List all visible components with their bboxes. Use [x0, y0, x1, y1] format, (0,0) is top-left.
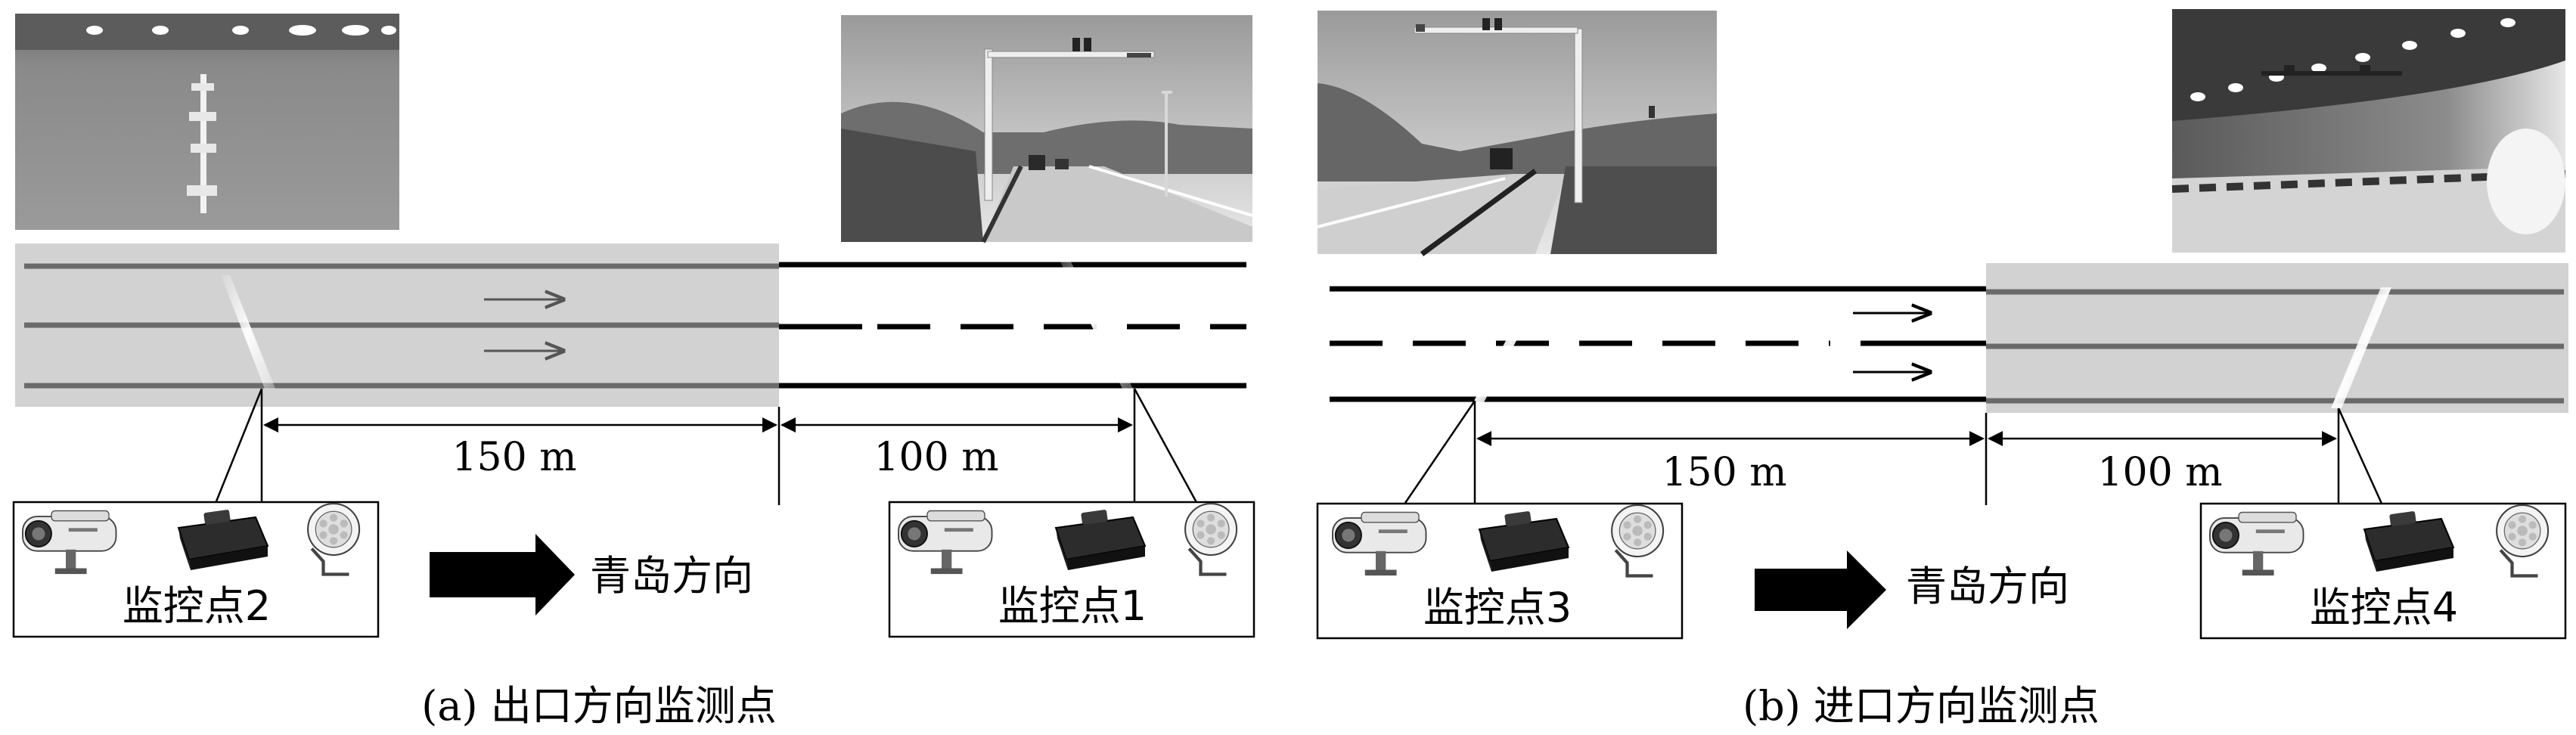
tunnel-lane-lines-a: [24, 263, 779, 389]
distance-label-left-a: 150 m: [452, 435, 576, 480]
tunnel-section-b: [1986, 263, 2568, 413]
detection-beam: [1054, 250, 1134, 392]
tunnel-interior-photo: [15, 14, 399, 230]
detection-beam: [1473, 293, 1541, 402]
detection-beam: [221, 275, 275, 389]
direction-label-a: 青岛方向: [590, 552, 753, 600]
caption-a: (a) 出口方向监测点: [421, 682, 777, 730]
direction-arrow-icon: [430, 534, 575, 616]
station-label-1: 监控点1: [998, 582, 1147, 630]
direction-label-b: 青岛方向: [1906, 563, 2069, 610]
station-label-3: 监控点3: [1423, 584, 1572, 631]
distance-label-left-b: 150 m: [1662, 450, 1786, 495]
direction-arrow-icon: [1755, 550, 1886, 629]
dimension-extension-lines-a: [213, 388, 1200, 506]
station-box-1: 监控点1: [888, 501, 1255, 638]
tunnel-lane-lines-b: [1986, 289, 2564, 404]
distance-label-right-b: 100 m: [2097, 450, 2222, 495]
station-label-2: 监控点2: [123, 582, 271, 630]
caption-b: (b) 进口方向监测点: [1743, 682, 2100, 730]
open-road-lane-lines-b: [1330, 286, 1986, 402]
station-box-4: 监控点4: [2199, 502, 2567, 640]
dimension-extension-lines-b: [1402, 400, 2384, 506]
panel-b: 150 m 100 m 监控点3 青岛方向 监控点4 (b) 进口方向监测点: [1316, 9, 2568, 730]
open-road-lane-lines-a: [779, 262, 1246, 389]
detection-beam: [2331, 287, 2391, 408]
distance-label-right-a: 100 m: [874, 435, 998, 480]
station-label-4: 监控点4: [2310, 584, 2458, 631]
station-box-2: 监控点2: [12, 501, 380, 638]
panel-a: 150 m 100 m 监控点2 青岛方向 监控点1 (a) 出口方向监测点: [12, 14, 1255, 730]
station-box-3: 监控点3: [1316, 502, 1684, 640]
gantry-road-photo: [841, 15, 1253, 243]
gantry-road-photo: [1317, 11, 1717, 256]
tunnel-interior-photo: [2171, 9, 2566, 253]
